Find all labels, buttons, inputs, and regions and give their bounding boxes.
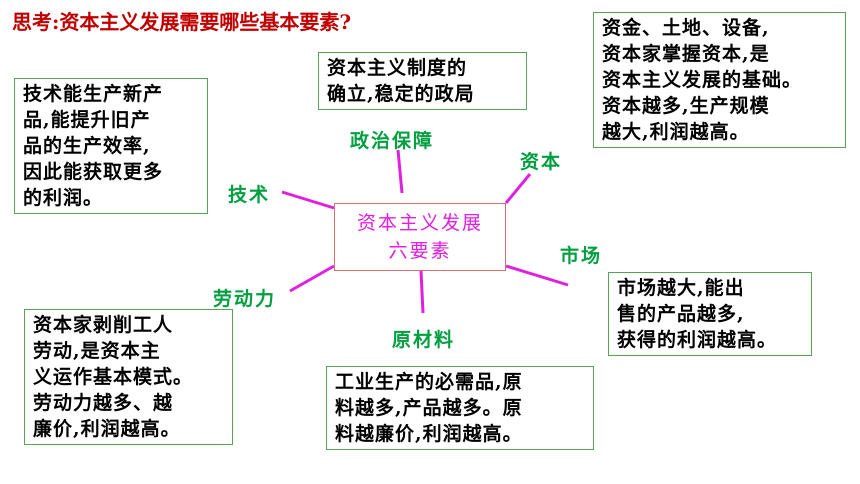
box-line: 劳动力越多、越: [33, 392, 174, 414]
box-line: 义运作基本模式。: [33, 366, 194, 388]
box-line: 品,能提升旧产: [23, 109, 151, 131]
box-line: 资本越多,生产规模: [602, 95, 770, 117]
page-title: 思考:资本主义发展需要哪些基本要素?: [12, 10, 352, 34]
box-line: 确立,稳定的政局: [327, 83, 475, 105]
box-line: 因此能获取更多: [23, 161, 164, 183]
box-line: 获得的利润越高。: [617, 329, 778, 351]
box-line: 资金、土地、设备,: [602, 17, 770, 39]
label-tech: 技术: [228, 184, 271, 206]
box-line: 料越多,产品越多。原: [335, 397, 523, 419]
center-line2: 六要素: [388, 240, 452, 262]
center-node: 资本主义发展 六要素: [334, 203, 506, 271]
connector-labor: [289, 264, 335, 293]
box-line: 资本家剥削工人: [33, 314, 174, 336]
box-market: 市场越大,能出 售的产品越多, 获得的利润越高。: [608, 272, 812, 356]
box-line: 售的产品越多,: [617, 303, 745, 325]
box-politics: 资本主义制度的 确立,稳定的政局: [318, 52, 527, 110]
box-line: 资本家掌握资本,是: [602, 43, 770, 65]
box-line: 廉价,利润越高。: [33, 418, 181, 440]
label-capital: 资本: [520, 151, 563, 173]
box-line: 市场越大,能出: [617, 277, 745, 299]
box-labor: 资本家剥削工人 劳动,是资本主 义运作基本模式。 劳动力越多、越 廉价,利润越高…: [24, 309, 233, 445]
label-materials: 原材料: [392, 329, 456, 351]
label-labor: 劳动力: [213, 288, 277, 310]
box-line: 越大,利润越高。: [602, 121, 750, 143]
box-tech: 技术能生产新产 品,能提升旧产 品的生产效率, 因此能获取更多 的利润。: [14, 78, 208, 214]
connector-market: [505, 264, 569, 287]
box-line: 品的生产效率,: [23, 135, 151, 157]
center-line1: 资本主义发展: [356, 212, 483, 234]
box-line: 工业生产的必需品,原: [335, 371, 523, 393]
box-line: 技术能生产新产: [23, 83, 164, 105]
connector-tech: [281, 190, 335, 210]
box-line: 料越廉价,利润越高。: [335, 423, 523, 445]
box-line: 劳动,是资本主: [33, 340, 161, 362]
box-materials: 工业生产的必需品,原 料越多,产品越多。原 料越廉价,利润越高。: [326, 366, 594, 450]
label-market: 市场: [560, 245, 603, 267]
box-line: 资本主义发展的基础。: [602, 69, 803, 91]
connector-materials: [419, 270, 425, 314]
box-line: 资本主义制度的: [327, 57, 468, 79]
label-politics: 政治保障: [350, 130, 435, 152]
connector-politics: [396, 149, 404, 194]
connector-capital: [504, 173, 532, 204]
box-capital: 资金、土地、设备, 资本家掌握资本,是 资本主义发展的基础。 资本越多,生产规模…: [593, 12, 846, 148]
box-line: 的利润。: [23, 187, 104, 209]
